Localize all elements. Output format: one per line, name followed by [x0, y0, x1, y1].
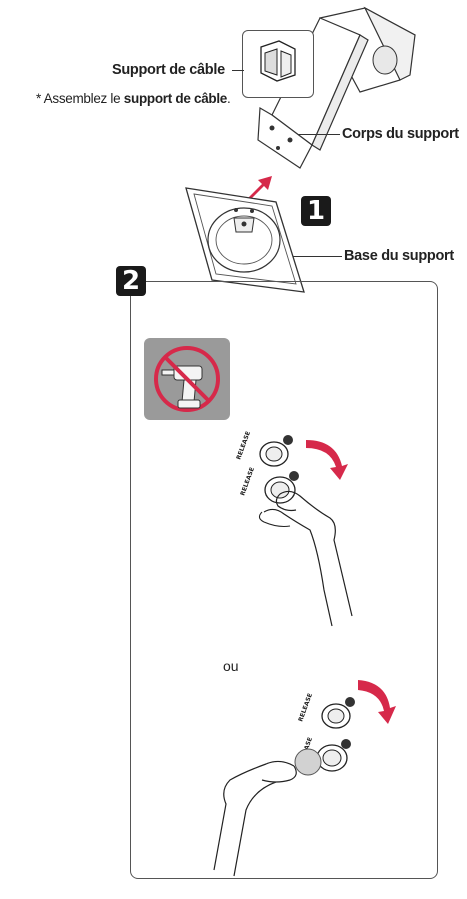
note-suffix: .	[227, 91, 230, 106]
or-separator: ou	[223, 658, 239, 674]
cable-holder-icon	[243, 31, 313, 97]
step-2-badge: 2	[116, 266, 146, 296]
stand-body-label: Corps du support	[342, 126, 459, 142]
assembly-note: * Assemblez le support de câble.	[36, 91, 230, 106]
svg-text:RELEASE: RELEASE	[297, 692, 314, 722]
note-bold: support de câble	[124, 91, 227, 106]
cable-holder-label: Support de câble	[112, 62, 225, 78]
rotation-arrow-icon	[306, 440, 348, 480]
stand-body-leader	[298, 134, 340, 135]
stand-base-label: Base du support	[344, 248, 454, 264]
note-prefix: * Assemblez le	[36, 91, 124, 106]
cable-holder-leader	[232, 70, 244, 71]
release-knobs-upper: RELEASE RELEASE	[234, 430, 364, 630]
cable-holder-inset	[242, 30, 314, 98]
svg-text:RELEASE: RELEASE	[239, 466, 256, 496]
no-drill-box	[144, 338, 230, 420]
rotation-arrow-icon	[358, 680, 396, 724]
no-power-drill-icon	[144, 338, 230, 420]
stand-base-illustration	[178, 184, 308, 296]
release-knobs-lower: RELEASE RELEASE	[210, 680, 400, 876]
svg-text:RELEASE: RELEASE	[235, 430, 252, 460]
coin-icon	[295, 749, 321, 775]
